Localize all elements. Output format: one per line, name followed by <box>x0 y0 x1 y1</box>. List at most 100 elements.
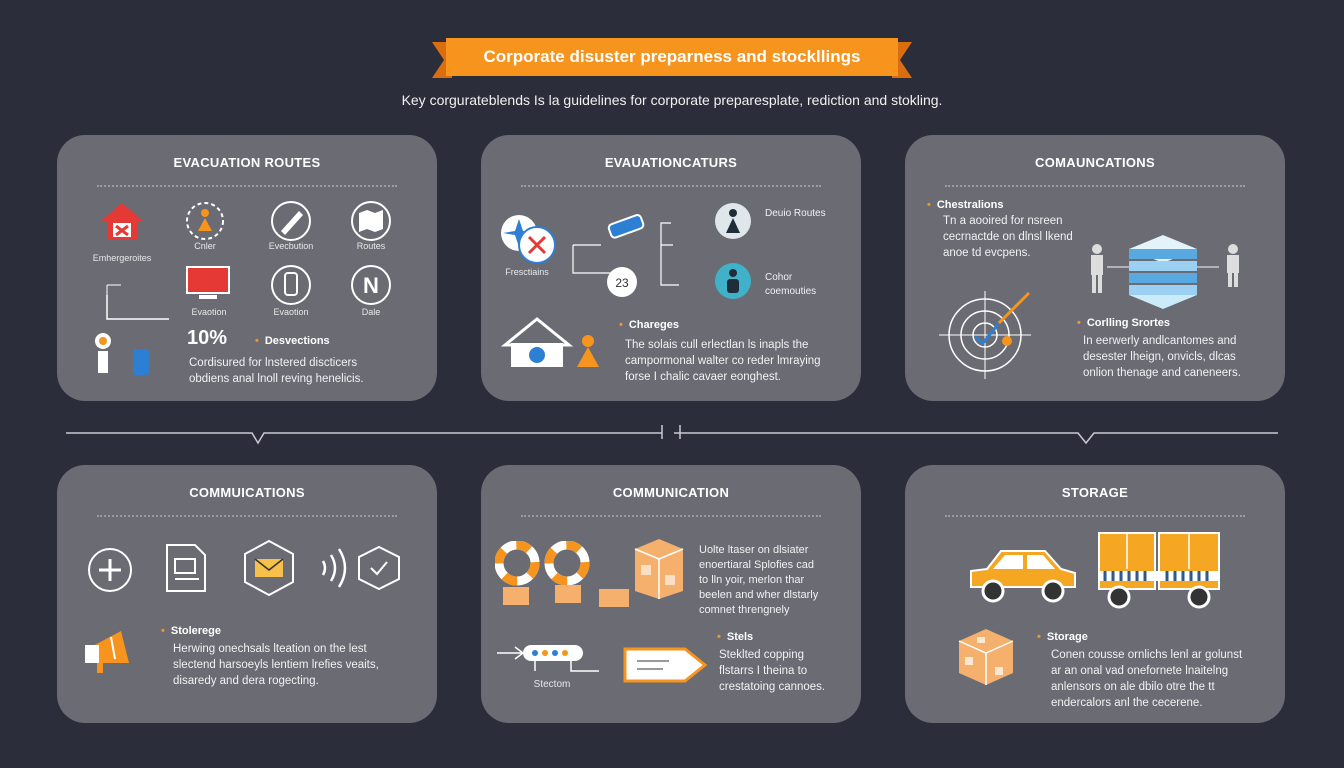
panel-text-line: cecrnactde on dlnsl lkend <box>943 231 1073 243</box>
route-person-icon <box>95 284 169 375</box>
icon-label: Evaotion <box>273 307 309 317</box>
truck-icon <box>1098 532 1220 609</box>
boxes-icon <box>634 539 684 599</box>
fan-icon <box>501 215 556 264</box>
panel-title: EVACUATION ROUTES <box>173 155 321 170</box>
panel-text-line: slectend harsoeyls lentiem lrefies veait… <box>173 659 379 671</box>
mail-icon <box>244 539 294 597</box>
panel-text-line: anlensors on ale dbilo otre the tt <box>1051 681 1215 693</box>
panel-text-line: crestatoing cannoes. <box>719 681 826 693</box>
person-icon <box>186 202 224 240</box>
panel-text-line: onlion thenage and caneneers. <box>1083 367 1241 379</box>
signal-shield-icon <box>321 545 400 591</box>
panel-text-line: Tn a aooired for nsreen <box>943 215 1063 227</box>
icon-label: Dale <box>361 307 381 317</box>
panel-subheading: Stolerege <box>161 625 221 637</box>
panel-subheading: Corlling Srortes <box>1077 317 1170 329</box>
phone-icon <box>271 265 311 305</box>
icon-label: Stectom <box>533 679 571 690</box>
clock-icon: 23 <box>607 267 637 297</box>
server-stack-icon <box>1091 235 1239 309</box>
panel-subheading: Chareges <box>619 319 679 331</box>
panel-text-line: The solais cull erlectlan ls inapls the <box>625 339 809 351</box>
panel-text-line: Steklted copping <box>719 649 805 661</box>
clock-number: 23 <box>615 276 629 290</box>
person-icon <box>715 263 751 299</box>
panel-text-line: disaredy and dera rogecting. <box>173 675 319 687</box>
panel-subheading: Stels <box>717 631 753 643</box>
panel-paragraph-line: enoertiaral Splofies cad <box>699 559 814 571</box>
icon-label: Routes <box>356 241 386 251</box>
panel-communication: COMMUNICATION Uolte ltaser on dlsiater e… <box>481 465 861 723</box>
panel-title: EVAUATIONCATURS <box>604 155 738 170</box>
shelter-icon <box>501 317 574 367</box>
panel-text-line: flstarrs I theina to <box>719 665 808 677</box>
panel-evacuation-routes: EVACUATION ROUTES Emhergeroites Cnler Ev… <box>57 135 437 401</box>
north-symbol: N <box>363 273 379 298</box>
icon-label: Deuio Routes <box>765 208 826 219</box>
worker-icon <box>577 335 599 367</box>
panel-storage: STORAGE Storage Conen cousse ornlichs le… <box>905 465 1285 723</box>
arrow-card-icon <box>623 647 708 683</box>
panel-comaumcations: COMAUNCATIONS Chestralions Tn a aooired … <box>905 135 1285 401</box>
router-icon <box>497 645 599 672</box>
panel-title: COMMUICATIONS <box>189 485 305 500</box>
map-icon <box>351 201 391 241</box>
title-banner: Corporate disuster preparness and stockl… <box>432 38 912 84</box>
panel-paragraph-line: to lln yoir, merlon thar <box>699 574 805 586</box>
panel-title: STORAGE <box>1061 485 1129 500</box>
dotted-divider <box>945 515 1245 517</box>
panel-paragraph-line: Uolte ltaser on dlsiater <box>699 544 809 556</box>
panel-text-line: In eerwerly andlcantomes and <box>1083 335 1237 347</box>
monitor-icon <box>186 266 230 299</box>
panel-paragraph-line: comnet threngnely <box>699 604 790 616</box>
panel-text-line: ar an onal vad onefornete lnaitelng <box>1051 665 1229 677</box>
panel-subheading: Desvections <box>255 335 330 347</box>
megaphone-icon <box>85 631 129 673</box>
north-icon: N <box>351 265 391 305</box>
stat-value: 10% <box>187 327 228 349</box>
panel-text-line: Conen cousse ornlichs lenl ar golunst <box>1051 649 1243 661</box>
panel-text-line: Herwing onechsals lteation on the lest <box>173 643 367 655</box>
connector-lines <box>572 222 679 286</box>
pen-icon <box>271 201 311 241</box>
panel-title: COMMUNICATION <box>612 485 730 500</box>
dotted-divider <box>945 185 1245 187</box>
plus-circle-icon <box>88 548 132 592</box>
icon-label: Emhergeroites <box>92 253 152 263</box>
dotted-divider <box>521 185 821 187</box>
dotted-divider <box>521 515 821 517</box>
house-icon <box>101 203 143 239</box>
person-icon <box>1091 244 1103 293</box>
dotted-divider <box>97 515 397 517</box>
icon-label: Evaotion <box>191 307 227 317</box>
panel-text-line: forse I chalic cavaer eonghest. <box>625 371 781 383</box>
responder-icon <box>715 203 751 239</box>
page-subtitle: Key corgurateblends Is la guidelines for… <box>401 92 943 108</box>
target-icon <box>939 291 1031 379</box>
panel-subheading: Chestralions <box>927 199 1004 211</box>
panel-evauationcaturs: EVAUATIONCATURS Fresctiains 23 Deuio Rou… <box>481 135 861 401</box>
row-divider <box>66 425 1278 445</box>
panel-text-line: campormonal walter co reder lmraying <box>625 355 821 367</box>
panel-text-line: obdiens anal lnoll reving henelicis. <box>189 373 364 385</box>
panel-text-line: endercalors anl the cecerene. <box>1051 697 1203 709</box>
panel-paragraph-line: beelen and wher dlstarly <box>699 589 819 601</box>
panel-commuications: COMMUICATIONS Stolerege Herwing onechsal… <box>57 465 437 723</box>
document-icon <box>166 544 206 592</box>
panel-text-line: desester lheign, onvicls, dlcas <box>1083 351 1236 363</box>
icon-label: Evecbution <box>268 241 314 251</box>
cube-icon <box>958 629 1014 685</box>
icon-label: Cnler <box>194 241 216 251</box>
panel-text-line: anoe td evcpens. <box>943 247 1031 259</box>
flashlight-icon <box>607 214 645 239</box>
page-title: Corporate disuster preparness and stockl… <box>483 47 861 66</box>
icon-label: Fresctiains <box>505 267 549 277</box>
icon-label: Cohor coemouties <box>765 272 817 297</box>
car-icon <box>970 550 1076 603</box>
panel-title: COMAUNCATIONS <box>1035 155 1155 170</box>
dotted-divider <box>97 185 397 187</box>
lifebuoy-icon <box>495 541 629 607</box>
banner-ribbon <box>432 38 912 78</box>
panel-subheading: Storage <box>1037 631 1088 643</box>
